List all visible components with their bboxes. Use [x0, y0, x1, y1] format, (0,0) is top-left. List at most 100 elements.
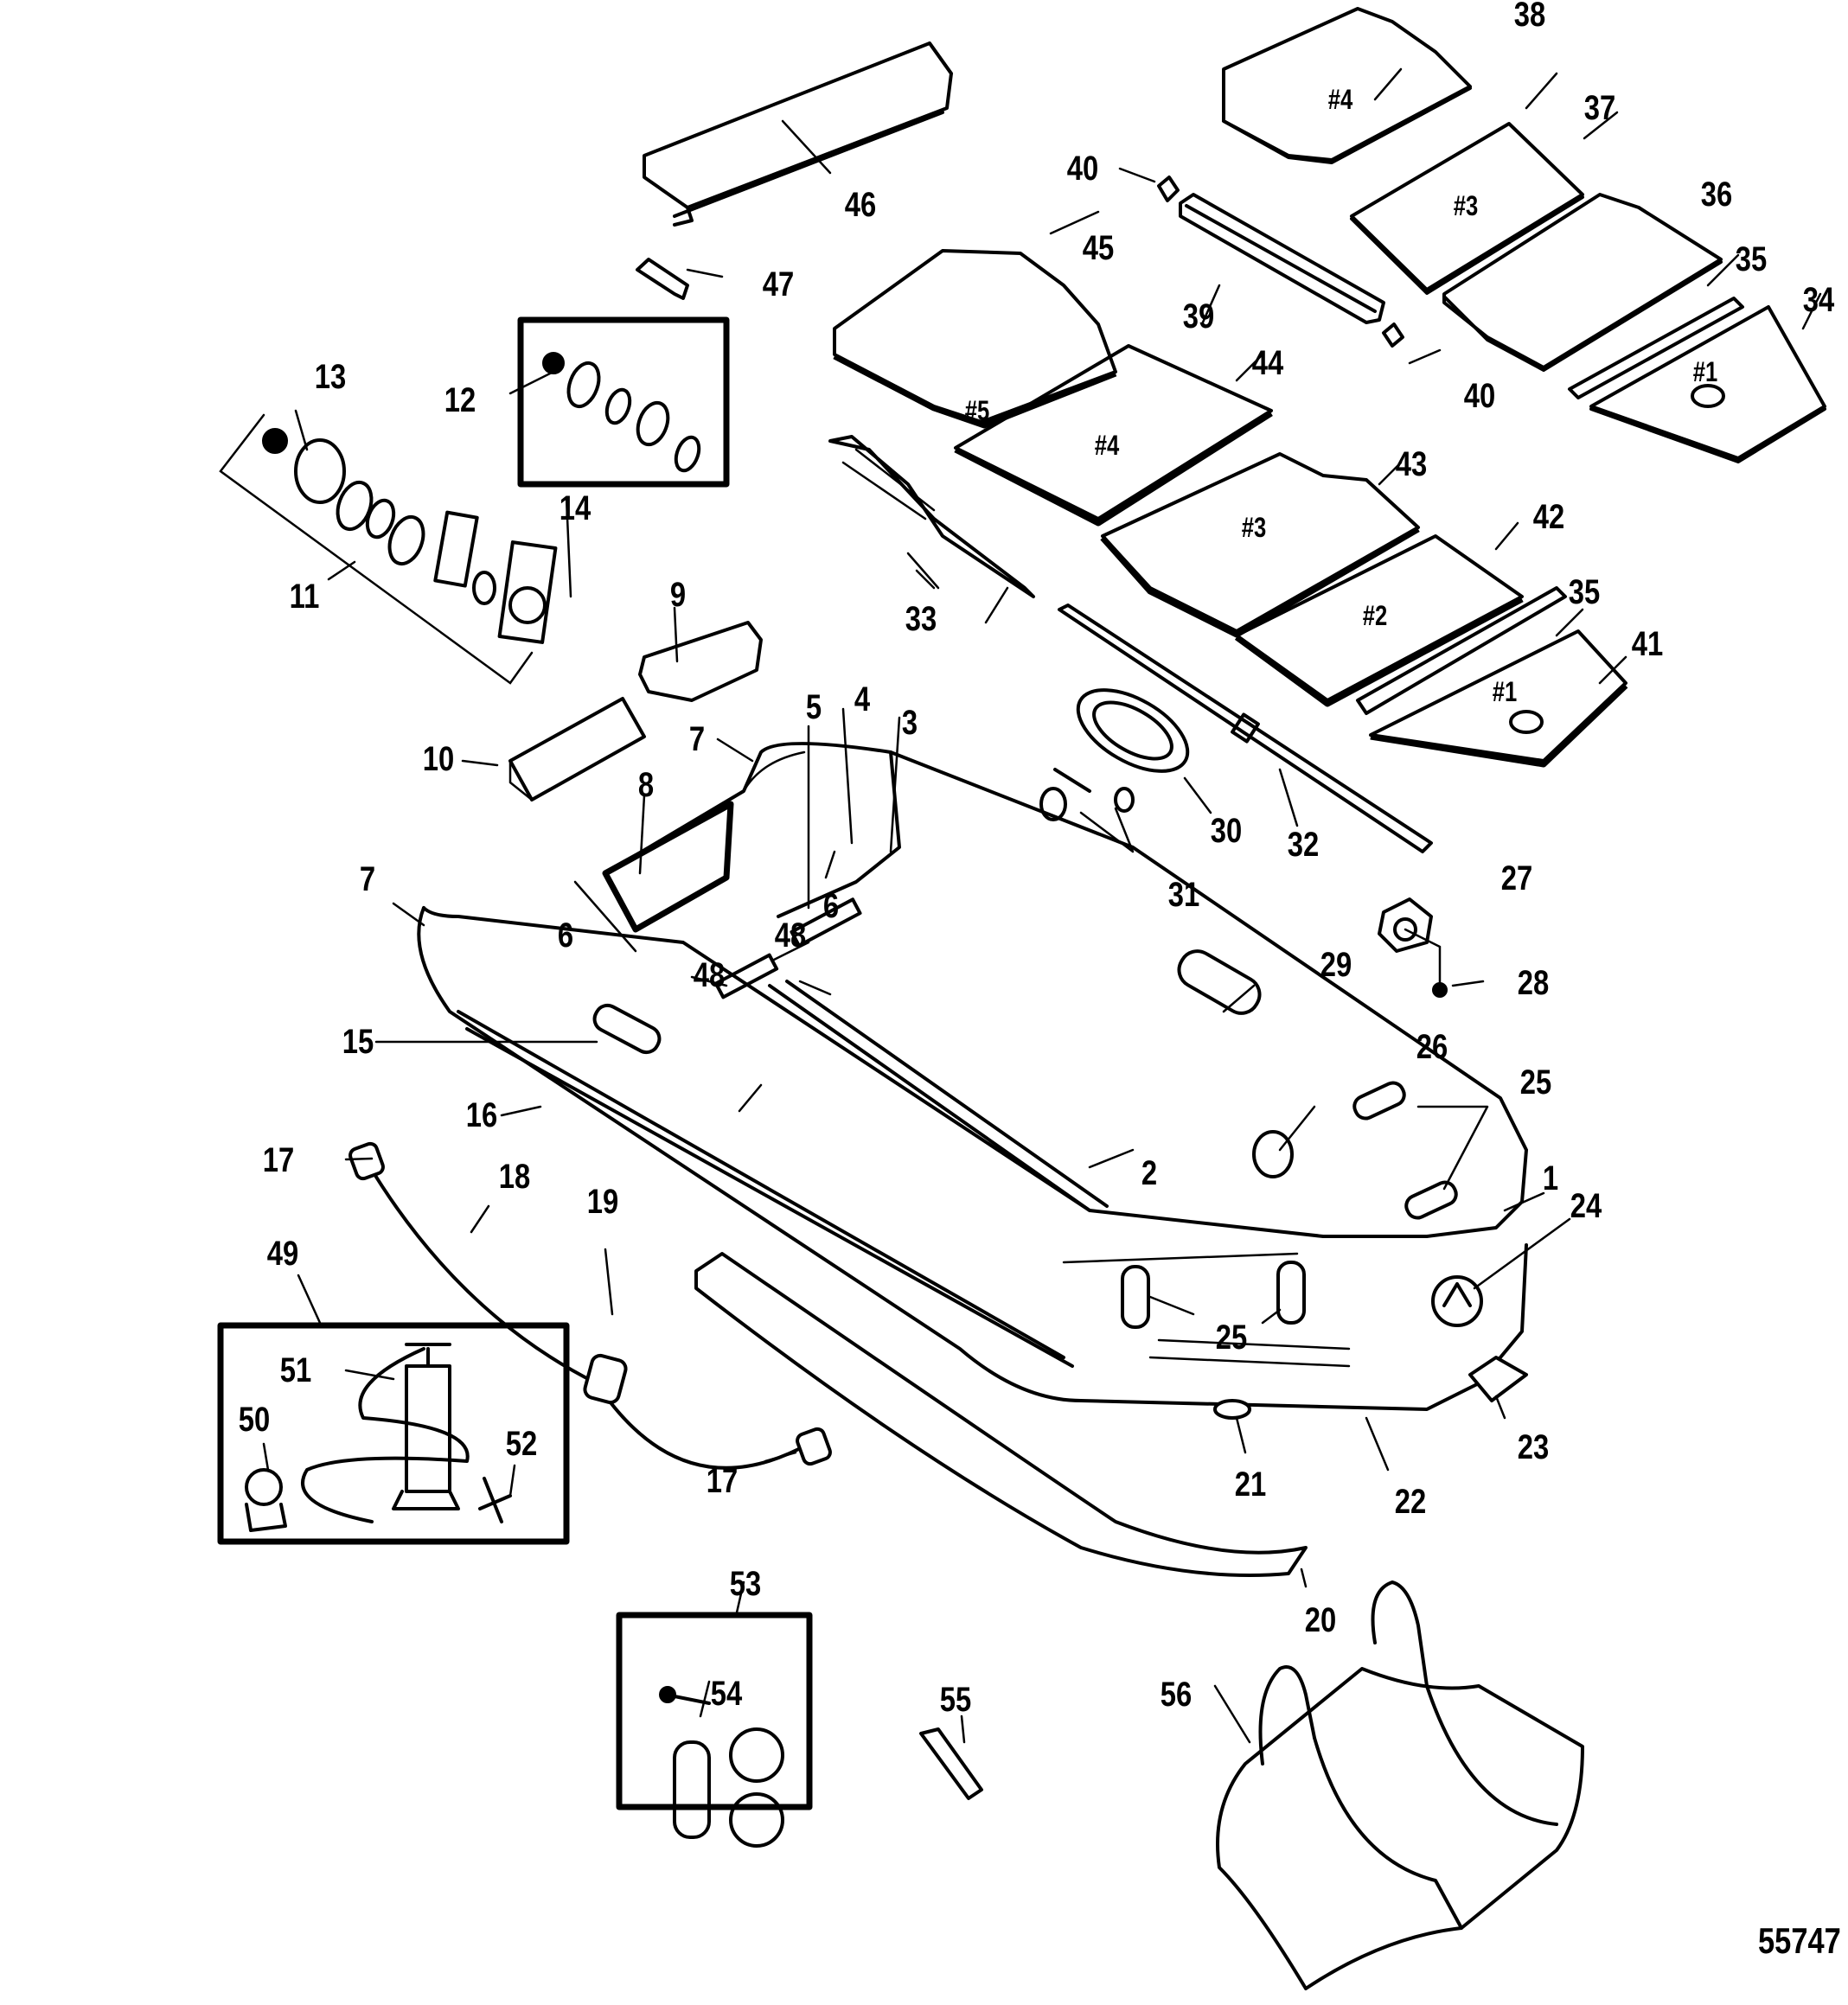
part-38-floor-panel	[1222, 7, 1472, 164]
part-9-valve-cover	[638, 621, 763, 702]
part-20-keel-strip	[694, 1252, 1308, 1577]
callout-16: 16	[465, 1096, 498, 1134]
callout-48: 48	[774, 916, 807, 955]
panel-label-38: #4	[1327, 84, 1353, 115]
callout-22: 22	[1394, 1483, 1427, 1521]
callout-17: 17	[706, 1462, 739, 1500]
callout-18: 18	[498, 1158, 531, 1196]
part-33-oar-blade	[828, 435, 1035, 598]
callout-50: 50	[238, 1401, 271, 1439]
part-48-seat-cleats	[713, 897, 862, 999]
panel-label-41: #1	[1492, 676, 1518, 707]
part-17-rope-patches	[348, 1141, 832, 1466]
callout-11: 11	[289, 578, 320, 616]
callout-13: 13	[314, 358, 347, 396]
part-46-bench-seat	[643, 42, 953, 227]
callout-40: 40	[1066, 150, 1099, 188]
callout-25: 25	[1519, 1063, 1552, 1101]
callout-6: 6	[822, 887, 840, 925]
part-42-floor-panel	[1234, 534, 1524, 707]
callout-20: 20	[1304, 1601, 1337, 1639]
part-49-pump-kit	[217, 1322, 570, 1545]
callout-9: 9	[669, 576, 687, 614]
part-39-seat-rail	[1179, 193, 1385, 324]
callout-1: 1	[1542, 1159, 1559, 1197]
callout-5: 5	[805, 688, 822, 726]
callout-46: 46	[844, 186, 877, 224]
callout-33: 33	[905, 600, 937, 638]
callout-55: 55	[939, 1681, 972, 1719]
part-53-repair-kit	[616, 1612, 813, 1848]
callout-48: 48	[693, 956, 726, 994]
part-10-transom-bracket	[508, 697, 646, 801]
callout-39: 39	[1182, 297, 1215, 335]
callout-3: 3	[901, 704, 918, 742]
part-56-carry-bag	[1216, 1580, 1584, 1990]
callout-43: 43	[1395, 445, 1428, 483]
callout-53: 53	[729, 1565, 762, 1603]
callout-35: 35	[1735, 240, 1768, 278]
part-26-valve	[1252, 1130, 1294, 1178]
part-30-oarlock	[1076, 688, 1190, 773]
callout-54: 54	[710, 1675, 743, 1713]
callout-41: 41	[1631, 625, 1664, 663]
callout-45: 45	[1082, 229, 1115, 267]
callout-42: 42	[1532, 498, 1565, 536]
callout-40: 40	[1463, 377, 1496, 415]
part-47-bracket	[636, 258, 689, 300]
callout-23: 23	[1517, 1428, 1550, 1466]
callout-26: 26	[1416, 1028, 1448, 1066]
part-34-bow-floor-panel	[1589, 305, 1826, 463]
callout-6: 6	[557, 916, 574, 955]
part-23-towing-eye	[1468, 1356, 1528, 1402]
callout-19: 19	[586, 1183, 619, 1221]
part-19-rope-patch	[583, 1353, 628, 1405]
callout-47: 47	[762, 265, 795, 303]
part-11-valve-assembly	[219, 413, 558, 685]
panel-label-44: #4	[1094, 430, 1120, 461]
callout-27: 27	[1500, 859, 1533, 897]
part-12-valve-repair-kit	[517, 316, 730, 488]
callout-34: 34	[1802, 281, 1835, 319]
figure-number: 55747	[1758, 1920, 1841, 1961]
callout-21: 21	[1234, 1465, 1267, 1504]
part-32-oar-shaft	[1058, 603, 1433, 853]
panel-label-45: #5	[964, 395, 990, 426]
callout-17: 17	[262, 1141, 295, 1179]
part-8-transom-board	[602, 801, 734, 933]
panel-label-34: #1	[1692, 356, 1718, 387]
callout-15: 15	[342, 1023, 374, 1061]
callout-56: 56	[1160, 1676, 1193, 1714]
panel-label-42: #2	[1362, 600, 1388, 631]
part-29-handle	[1177, 949, 1262, 1015]
callout-2: 2	[1141, 1154, 1158, 1192]
callout-51: 51	[279, 1351, 312, 1389]
part-40-end-cap	[1157, 176, 1404, 348]
callout-10: 10	[422, 740, 455, 778]
callout-7: 7	[359, 860, 376, 898]
part-25-handles	[1121, 1081, 1458, 1329]
callout-29: 29	[1320, 946, 1352, 984]
callout-32: 32	[1287, 826, 1320, 864]
callout-28: 28	[1517, 964, 1550, 1002]
leader-lines	[262, 67, 1822, 1744]
callout-35: 35	[1568, 573, 1601, 611]
callout-31: 31	[1167, 876, 1200, 914]
callout-25: 25	[1215, 1319, 1248, 1357]
part-55-adhesive-tube	[919, 1727, 983, 1800]
panel-label-43: #3	[1241, 512, 1267, 543]
part-43-floor-panel	[1100, 452, 1420, 638]
callout-38: 38	[1513, 0, 1546, 34]
callout-37: 37	[1583, 89, 1616, 127]
part-31-oarlock-pins	[1039, 768, 1135, 821]
callout-14: 14	[559, 489, 591, 527]
part-41-bow-floor-panel	[1369, 629, 1628, 768]
part-35-hinge-strip	[1356, 586, 1567, 715]
part-21-drain	[1213, 1399, 1251, 1420]
part-24-logo	[1431, 1275, 1483, 1327]
callout-30: 30	[1210, 812, 1243, 850]
callout-24: 24	[1570, 1187, 1602, 1225]
part-35-hinge-strip-upper	[1568, 297, 1744, 399]
part-36-floor-panel	[1442, 193, 1723, 372]
